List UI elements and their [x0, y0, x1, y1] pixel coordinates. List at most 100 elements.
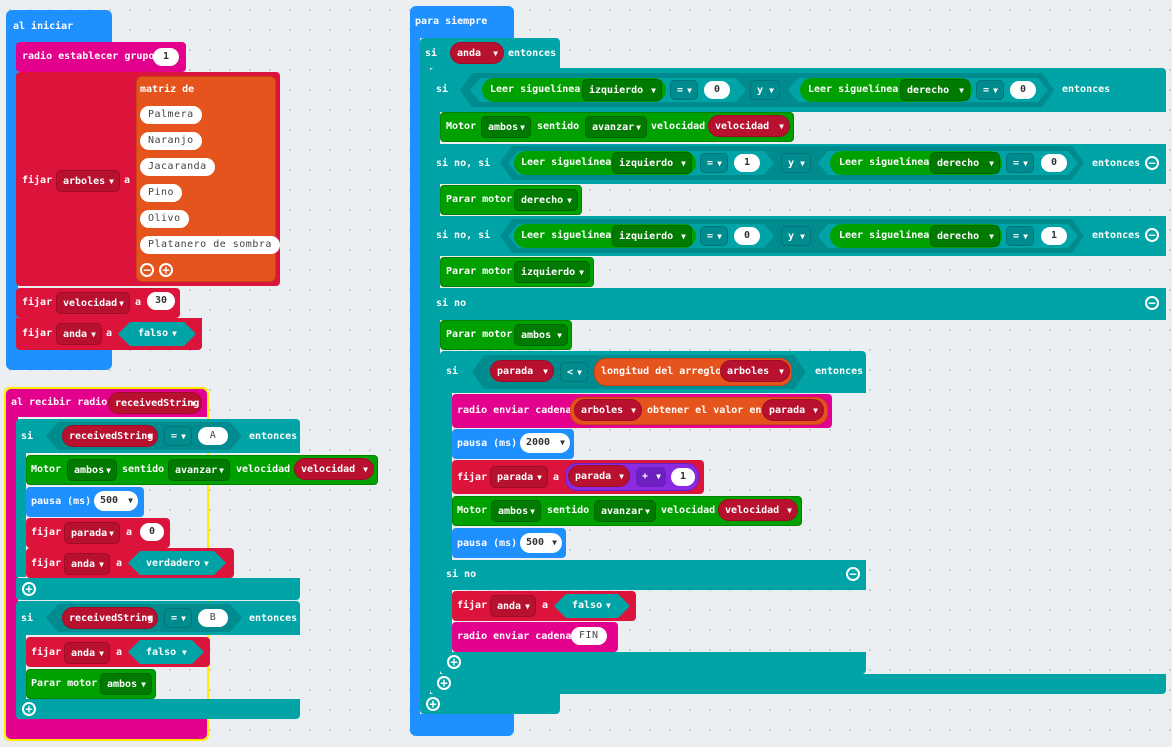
velocidad-var[interactable]: velocidad [294, 458, 374, 481]
zero-value[interactable]: 0 [1010, 81, 1036, 99]
else-minus-icon[interactable]: − [846, 567, 860, 581]
one-value[interactable]: 1 [1041, 227, 1067, 245]
motor-label: Motor [457, 505, 488, 516]
tree-string-platanero[interactable]: Platanero de sombra [140, 236, 280, 254]
tree-string-olivo[interactable]: Olivo [140, 210, 189, 228]
radio-group-value[interactable]: 1 [153, 48, 179, 66]
zero-value[interactable]: 0 [704, 81, 730, 99]
pause-value-dropdown[interactable]: 500 [94, 491, 138, 511]
elseif-minus-icon[interactable]: − [1145, 156, 1159, 170]
on-start-label: al iniciar [13, 21, 74, 32]
array-plus-icon[interactable]: + [159, 263, 173, 277]
plus-operator-dropdown[interactable]: + [636, 467, 666, 487]
sensor-side-dropdown[interactable]: derecho [900, 79, 970, 102]
anda-var[interactable]: anda [450, 42, 504, 65]
arboles-var[interactable]: arboles [574, 399, 642, 422]
received-string-var[interactable]: receivedString [62, 607, 158, 630]
arboles-var[interactable]: arboles [720, 360, 790, 383]
parada-var[interactable]: parada [762, 399, 824, 422]
sensor-side-dropdown[interactable]: izquierdo [612, 152, 692, 175]
tree-string-naranjo[interactable]: Naranjo [140, 132, 202, 150]
true-boolean-block[interactable] [128, 551, 226, 575]
else-minus-icon[interactable]: − [1145, 296, 1159, 310]
sensor-side-dropdown[interactable]: derecho [930, 152, 1000, 175]
if-line-body [430, 112, 440, 146]
if-plus-icon[interactable]: + [22, 702, 36, 716]
equals-operator-dropdown[interactable]: = [700, 226, 728, 247]
motor-select-dropdown[interactable]: ambos [491, 500, 541, 523]
tree-string-palmera[interactable]: Palmera [140, 106, 202, 124]
equals-operator-dropdown[interactable]: = [670, 80, 698, 101]
on-radio-body [6, 417, 18, 719]
chevron-down-icon[interactable]: ▼ [182, 648, 187, 657]
if-plus-icon[interactable]: + [426, 697, 440, 711]
chevron-down-icon[interactable]: ▼ [172, 329, 177, 338]
parada-var[interactable]: parada [490, 360, 554, 383]
equals-operator-dropdown[interactable]: = [700, 153, 728, 174]
parada-var-dropdown[interactable]: parada [490, 466, 548, 489]
elseif-minus-icon[interactable]: − [1145, 228, 1159, 242]
velocidad-var[interactable]: velocidad [708, 115, 790, 138]
on-start-hat[interactable] [6, 10, 112, 42]
arboles-variable-dropdown[interactable]: arboles [56, 170, 120, 193]
one-value[interactable]: 1 [671, 468, 695, 486]
if-plus-icon[interactable]: + [437, 676, 451, 690]
equals-operator-dropdown[interactable]: = [1006, 226, 1034, 247]
tree-string-pino[interactable]: Pino [140, 184, 183, 202]
velocidad-value[interactable]: 30 [147, 292, 175, 310]
else-label: si no [436, 298, 467, 309]
if-plus-icon[interactable]: + [447, 655, 461, 669]
less-than-operator-dropdown[interactable]: < [560, 362, 588, 383]
if-plus-icon[interactable]: + [22, 582, 36, 596]
anda-var-dropdown[interactable]: anda [64, 553, 110, 576]
sensor-side-dropdown[interactable]: izquierdo [582, 79, 662, 102]
chevron-down-icon[interactable]: ▼ [204, 559, 209, 568]
one-value[interactable]: 1 [734, 154, 760, 172]
fin-string[interactable]: FIN [571, 627, 607, 645]
direction-dropdown[interactable]: avanzar [168, 459, 230, 482]
motor-select-dropdown[interactable]: ambos [514, 324, 568, 347]
anda-var-dropdown[interactable]: anda [490, 595, 536, 618]
and-operator-dropdown[interactable]: y [750, 80, 780, 101]
parada-var-dropdown[interactable]: parada [64, 522, 120, 545]
motor-select-dropdown[interactable]: ambos [100, 673, 152, 696]
else-block[interactable] [430, 288, 1166, 320]
false-boolean-block[interactable] [554, 594, 630, 618]
direction-dropdown[interactable]: avanzar [585, 116, 647, 139]
velocidad-variable-dropdown[interactable]: velocidad [56, 292, 130, 315]
sensor-side-dropdown[interactable]: derecho [930, 225, 1000, 248]
pause-value-dropdown[interactable]: 500 [520, 533, 562, 553]
motor-select-dropdown[interactable]: derecho [514, 189, 578, 212]
false-boolean-block[interactable] [128, 640, 204, 664]
tree-string-jacaranda[interactable]: Jacaranda [140, 158, 215, 176]
zero-value[interactable]: 0 [140, 523, 164, 541]
received-string-param[interactable]: receivedString [108, 392, 202, 415]
anda-var-dropdown[interactable]: anda [64, 642, 110, 665]
equals-operator-dropdown[interactable]: = [164, 608, 192, 629]
parada-var[interactable]: parada [568, 465, 630, 488]
pause-value-dropdown[interactable]: 2000 [520, 433, 570, 453]
if-parada-foot [440, 652, 866, 674]
direction-dropdown[interactable]: avanzar [594, 500, 656, 523]
string-a[interactable]: A [198, 427, 228, 445]
motor-select-dropdown[interactable]: ambos [481, 116, 531, 139]
sensor-side-dropdown[interactable]: izquierdo [612, 225, 692, 248]
and-operator-dropdown[interactable]: y [781, 153, 811, 174]
motor-select-dropdown[interactable]: izquierdo [514, 261, 590, 284]
equals-operator-dropdown[interactable]: = [1006, 153, 1034, 174]
and-operator-dropdown[interactable]: y [781, 226, 811, 247]
false-boolean-block[interactable] [118, 322, 196, 346]
array-minus-icon[interactable]: − [140, 263, 154, 277]
received-string-var[interactable]: receivedString [62, 425, 158, 448]
else-parada-block[interactable] [440, 560, 866, 590]
string-b[interactable]: B [198, 609, 228, 627]
zero-value[interactable]: 0 [734, 227, 760, 245]
zero-value[interactable]: 0 [1041, 154, 1067, 172]
equals-operator-dropdown[interactable]: = [164, 426, 192, 447]
velocidad-var[interactable]: velocidad [718, 499, 798, 522]
chevron-down-icon[interactable]: ▼ [606, 601, 611, 610]
equals-operator-dropdown[interactable]: = [976, 80, 1004, 101]
forever-hat[interactable] [410, 6, 514, 38]
anda-variable-dropdown[interactable]: anda [56, 323, 102, 346]
motor-select-dropdown[interactable]: ambos [67, 459, 117, 482]
